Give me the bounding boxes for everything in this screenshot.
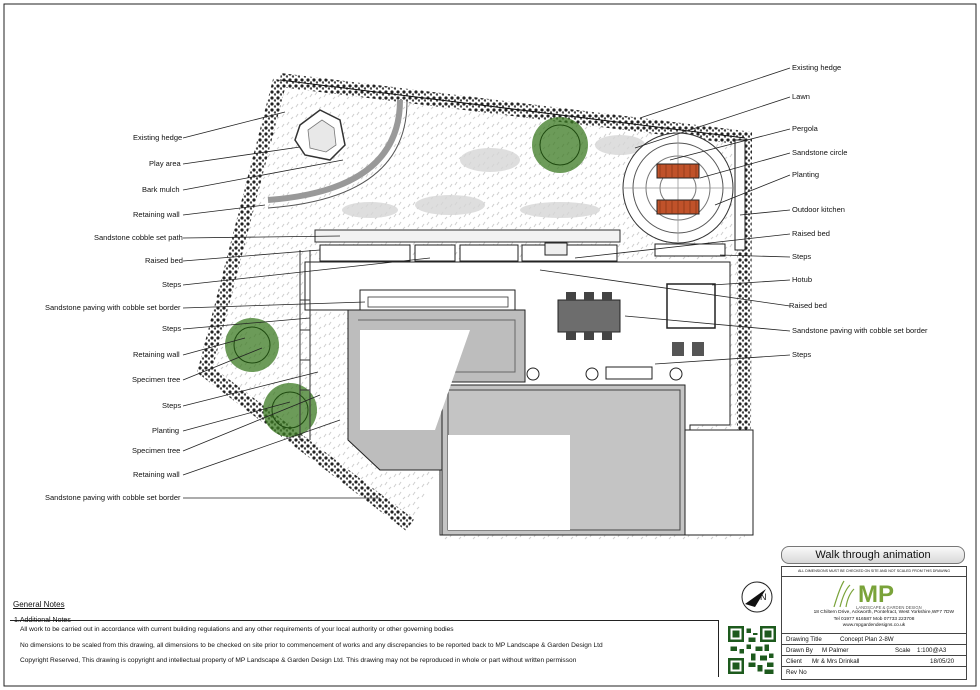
label-lawn: Lawn xyxy=(792,92,810,101)
date-value: 18/05/20 xyxy=(930,658,955,665)
label-pergola: Pergola xyxy=(792,124,818,133)
drawing-title-label: Drawing Title xyxy=(786,636,822,643)
scale-value: 1:100@A3 xyxy=(917,647,947,654)
play-area xyxy=(267,99,408,209)
label-steps-left-2: Steps xyxy=(162,324,182,333)
label-sandstone-paving-right: Sandstone paving with cobble set border xyxy=(792,326,928,335)
label-steps-left-1: Steps xyxy=(162,280,182,289)
client-label: Client xyxy=(786,658,802,665)
company-address: 18 Chiltern Drive, Ackworth, Pontefract,… xyxy=(813,610,954,615)
label-hotub: Hotub xyxy=(792,275,813,284)
planters xyxy=(526,366,683,381)
label-retaining-wall-2: Retaining wall xyxy=(133,350,180,359)
title-block-disclaimer: ALL DIMENSIONS MUST BE CHECKED ON SITE A… xyxy=(782,567,966,577)
title-block: ALL DIMENSIONS MUST BE CHECKED ON SITE A… xyxy=(781,566,967,680)
sandstone-cobble-path xyxy=(314,229,621,243)
notes-frame xyxy=(10,620,719,677)
client-row: Client Mr & Mrs Drinkall xyxy=(782,655,966,667)
label-specimen-tree-2: Specimen tree xyxy=(132,446,181,455)
drawn-by-value: M Palmer xyxy=(822,647,849,654)
north-letter: N xyxy=(760,592,767,602)
label-outdoor-kitchen: Outdoor kitchen xyxy=(792,205,845,214)
label-steps-right-1: Steps xyxy=(792,252,812,261)
raised-beds-row xyxy=(319,242,618,262)
label-bark-mulch: Bark mulch xyxy=(142,185,180,194)
steps-left xyxy=(299,250,311,440)
company-contact: Tel 01977 616587 Mob 07733 223708 xyxy=(833,617,915,622)
north-arrow-icon: N xyxy=(741,581,773,613)
drawing-title-row: Drawing Title Concept Plan 2-8W xyxy=(782,633,966,645)
label-sandstone-paving-left-1: Sandstone paving with cobble set border xyxy=(45,303,181,312)
label-planting-right: Planting xyxy=(792,170,820,179)
logo-sub: LANDSCAPE & GARDEN DESIGN xyxy=(856,605,922,610)
scale-label: Scale xyxy=(895,647,911,654)
label-play-area: Play area xyxy=(149,159,181,168)
rev-row: Rev No 18/05/20 xyxy=(782,658,966,678)
general-notes-title: General Notes xyxy=(13,600,65,609)
note-line-3: Copyright Reserved, This drawing is copy… xyxy=(20,657,577,664)
label-steps-right-2: Steps xyxy=(792,350,812,359)
general-notes: General Notes xyxy=(13,600,713,609)
label-sandstone-circle: Sandstone circle xyxy=(792,148,848,157)
left-leader-lines xyxy=(182,111,431,499)
label-sandstone-cobble-path: Sandstone cobble set path xyxy=(94,233,183,242)
label-retaining-wall-3: Retaining wall xyxy=(133,470,180,479)
company-logo: MP LANDSCAPE & GARDEN DESIGN xyxy=(833,580,922,610)
label-raised-bed-right-1: Raised bed xyxy=(792,229,830,238)
drawn-by-label: Drawn By xyxy=(786,647,813,654)
rev-label: Rev No xyxy=(786,669,807,676)
label-steps-left-3: Steps xyxy=(162,401,182,410)
note-line-1: All work to be carried out in accordance… xyxy=(20,626,454,633)
label-existing-hedge-left: Existing hedge xyxy=(133,133,183,142)
label-raised-bed-right-2: Raised bed xyxy=(789,301,827,310)
label-existing-hedge-right: Existing hedge xyxy=(792,63,842,72)
lounge-chairs xyxy=(672,342,704,356)
right-leader-lines xyxy=(539,67,791,365)
note-line-2: No dimensions to be scaled from this dra… xyxy=(20,642,603,649)
logo-text: MP xyxy=(858,581,894,608)
hot-tub xyxy=(666,283,716,329)
specimen-trees xyxy=(225,117,588,437)
label-planting-left: Planting xyxy=(152,426,180,435)
drawn-by-row: Drawn By M Palmer Scale 1:100@A3 xyxy=(782,644,966,656)
label-retaining-wall-1: Retaining wall xyxy=(133,210,180,219)
company-website: www.mpgardendesigns.co.uk xyxy=(842,623,906,628)
client-value: Mr & Mrs Drinkall xyxy=(812,658,860,665)
label-specimen-tree-1: Specimen tree xyxy=(132,375,181,384)
dining-table xyxy=(557,292,621,340)
drawing-title-value: Concept Plan 2-8W xyxy=(840,636,894,643)
qr-code-icon xyxy=(728,626,776,674)
sheet-border xyxy=(3,3,977,687)
house xyxy=(347,309,754,536)
walk-through-animation-button[interactable]: Walk through animation xyxy=(781,546,965,564)
notes-heading: 1.Additional Notes xyxy=(14,617,71,624)
lawn-shading xyxy=(342,135,645,218)
label-sandstone-paving-left-2: Sandstone paving with cobble set border xyxy=(45,493,181,502)
label-raised-bed-left: Raised bed xyxy=(145,256,183,265)
